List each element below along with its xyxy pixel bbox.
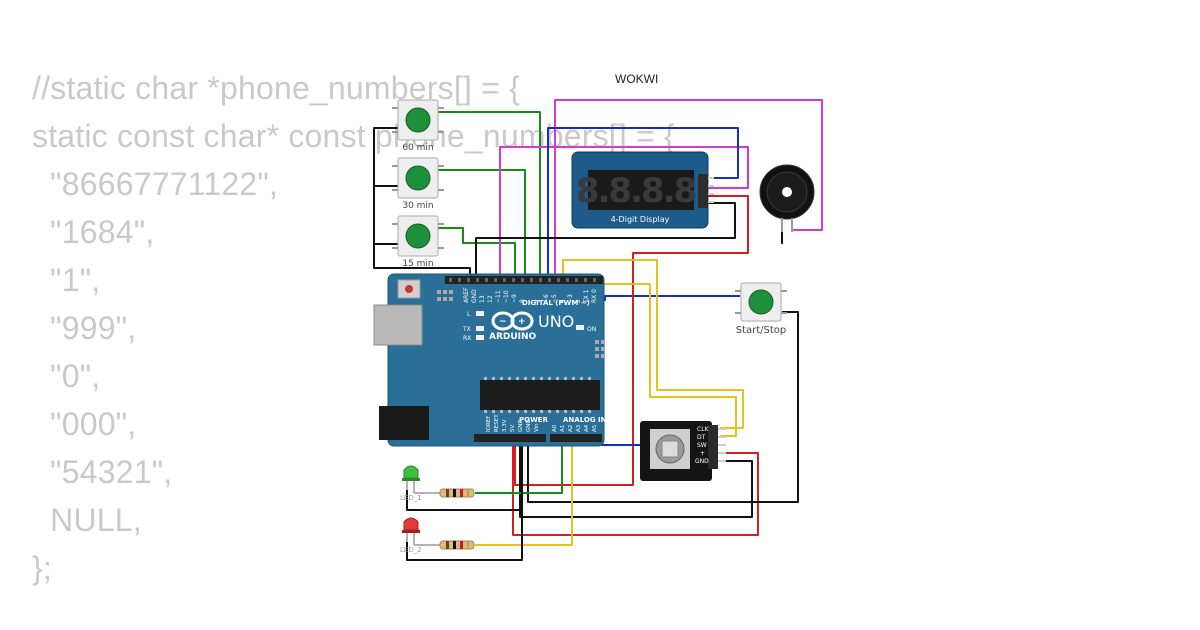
- encoder-pin-label: DT: [697, 434, 706, 441]
- digital-label: DIGITAL (PWM ~): [522, 299, 590, 307]
- microcontroller-chip: [480, 380, 600, 410]
- power-label: POWER: [519, 416, 549, 424]
- display-label: 4-Digit Display: [611, 215, 670, 224]
- encoder-pin-label: CLK: [697, 426, 710, 433]
- button-start-stop[interactable]: Start/Stop: [735, 282, 787, 336]
- board-led-label: TX: [462, 326, 471, 333]
- code-line: "000",: [32, 406, 137, 442]
- code-line: "1684",: [32, 214, 155, 250]
- wire-red-display-vcc: [514, 195, 749, 486]
- power-jack: [379, 406, 429, 440]
- display-digits: 8.8.8.8.: [576, 171, 706, 211]
- pin-label: ~5: [551, 294, 558, 303]
- button-15min-label: 15 min: [402, 259, 433, 269]
- pin-label: ~10: [503, 290, 510, 303]
- analog-pin-label: A4: [584, 424, 590, 432]
- led-1-label: LED_1: [400, 494, 422, 502]
- code-line: "1",: [32, 262, 101, 298]
- pin-label: ~6: [543, 294, 550, 303]
- wire-green-led1: [475, 440, 563, 494]
- wire-green-30min: [437, 169, 526, 282]
- power-pin-label: RESET: [494, 414, 500, 432]
- code-line: "86667771122",: [32, 166, 278, 202]
- wokwi-brand-label: WOKWI: [615, 72, 659, 86]
- resistor-2[interactable]: [414, 540, 475, 550]
- pin-label: ~3: [567, 294, 574, 303]
- arduino-uno-board[interactable]: AREF GND 13 12 ~11 ~10 ~9 8 7 ~6 ~5 4 ~3…: [373, 273, 607, 447]
- wire-green-15min: [437, 227, 516, 282]
- button-15min[interactable]: 15 min: [392, 215, 444, 269]
- analog-pin-label: A5: [592, 424, 598, 432]
- button-30min-label: 30 min: [402, 201, 433, 211]
- pin-label: ~11: [495, 290, 502, 303]
- button-30min[interactable]: 30 min: [392, 157, 444, 211]
- led-2-red[interactable]: LED_2: [400, 517, 422, 554]
- wire-yellow-clk: [562, 259, 744, 429]
- pin-label: 12: [487, 295, 494, 303]
- code-line: "54321",: [32, 454, 173, 490]
- pin-label: 2: [575, 299, 582, 303]
- pin-label: 13: [479, 295, 486, 303]
- analog-pin-label: A3: [576, 424, 582, 432]
- power-pin-label: 5V: [510, 425, 516, 432]
- encoder-pin-label: GND: [695, 458, 709, 465]
- encoder-pin-label: SW: [697, 442, 707, 449]
- code-line: "0",: [32, 358, 101, 394]
- analog-header: [550, 434, 602, 442]
- power-pin-label: GND: [518, 419, 524, 432]
- pin-label: 7: [535, 299, 542, 303]
- pin-label: 4: [559, 299, 566, 303]
- svg-text:−: −: [499, 317, 507, 327]
- wire-black-buttons-gnd: [373, 127, 471, 282]
- wire-green-60min: [437, 111, 541, 282]
- code-line: "999",: [32, 310, 137, 346]
- wire-blue-display: [547, 127, 739, 282]
- wire-black-display-gnd: [475, 202, 736, 282]
- pin-label: ~9: [511, 294, 518, 303]
- power-pin-label: Vin: [534, 423, 540, 432]
- wire-magenta-display: [499, 146, 749, 282]
- buzzer[interactable]: [759, 164, 815, 232]
- power-header: [474, 434, 546, 442]
- wire-black-encoder-gnd: [519, 440, 753, 518]
- analog-pin-label: A0: [552, 424, 558, 432]
- wire-black-led2-gnd: [406, 440, 523, 561]
- pin-label: GND: [471, 289, 478, 303]
- power-pin-label: GND: [526, 419, 532, 432]
- led-2-label: LED_2: [400, 546, 422, 554]
- wire-yellow-led2: [475, 440, 573, 546]
- analog-pin-label: A1: [560, 425, 566, 432]
- arduino-logo-icon: [491, 311, 534, 331]
- board-led-label: L: [467, 311, 471, 318]
- board-led-label: RX: [463, 335, 471, 342]
- resistor-1[interactable]: [414, 488, 475, 498]
- usb-port: [373, 304, 423, 346]
- button-60min[interactable]: 60 min: [392, 99, 444, 153]
- button-start-stop-label: Start/Stop: [736, 325, 787, 336]
- board-model: UNO: [538, 312, 574, 331]
- analog-pin-label: A2: [568, 425, 574, 432]
- code-line: };: [32, 550, 52, 586]
- button-60min-label: 60 min: [402, 143, 433, 153]
- svg-text:+: +: [518, 317, 526, 327]
- pin-label: AREF: [463, 287, 470, 303]
- rotary-encoder[interactable]: CLK DT SW + GND: [640, 421, 726, 481]
- encoder-pin-label: +: [700, 450, 705, 457]
- wire-black-startstop-gnd: [527, 311, 799, 503]
- led-1-green[interactable]: LED_1: [400, 465, 422, 502]
- four-digit-display[interactable]: 8.8.8.8. 4-Digit Display: [571, 151, 714, 229]
- board-led-label: ON: [587, 326, 596, 333]
- pin-label: RX 0: [591, 289, 598, 303]
- board-brand: ARDUINO: [489, 332, 537, 342]
- code-line: NULL,: [32, 502, 142, 538]
- pin-label: 8: [519, 299, 526, 303]
- wire-red-encoder-vcc: [512, 440, 759, 536]
- pin-label: TX 1: [583, 289, 590, 304]
- analog-label: ANALOG IN: [563, 416, 607, 424]
- wire-black-led1-gnd: [406, 490, 522, 511]
- power-pin-label: 3.3V: [502, 419, 508, 432]
- power-pin-label: IOREF: [486, 416, 492, 432]
